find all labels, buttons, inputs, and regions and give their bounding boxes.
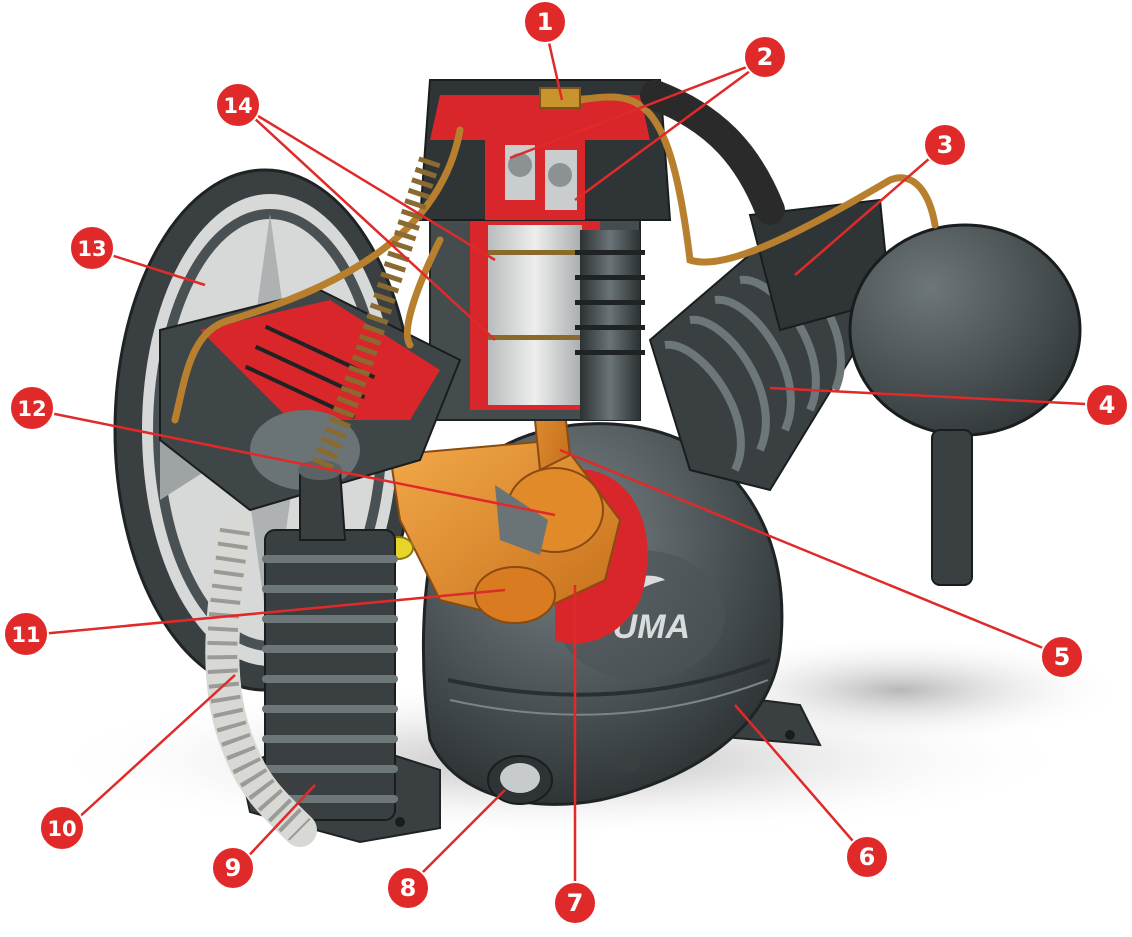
callout-4-label: 4 (1099, 391, 1116, 419)
callout-11-label: 11 (11, 623, 40, 647)
callout-12-label: 12 (17, 397, 46, 421)
crankcase-cutaway (382, 438, 648, 644)
callout-8-label: 8 (400, 874, 417, 902)
callout-8: 8 (386, 866, 430, 910)
coil-spring-tube (205, 513, 317, 847)
callout-6-label: 6 (859, 843, 876, 871)
callout-1: 1 (523, 0, 567, 44)
callout-13: 13 (69, 225, 115, 271)
callout-9-label: 9 (225, 854, 242, 882)
callout-6: 6 (845, 835, 889, 879)
callout-5: 5 (1040, 635, 1084, 679)
callout-14-label: 14 (223, 94, 252, 118)
copper-tubes (171, 93, 939, 424)
callout-1-label: 1 (537, 8, 554, 36)
callout-7-label: 7 (567, 889, 584, 917)
callout-3: 3 (923, 123, 967, 167)
callout-4: 4 (1085, 383, 1129, 427)
left-cylinder (159, 288, 462, 512)
callout-3-label: 3 (937, 131, 954, 159)
callout-2: 2 (743, 35, 787, 79)
callout-11: 11 (3, 611, 49, 657)
callout-5-label: 5 (1054, 643, 1071, 671)
callout-7: 7 (553, 881, 597, 925)
callout-13-label: 13 (77, 237, 106, 261)
callout-9: 9 (211, 846, 255, 890)
callout-10-label: 10 (47, 817, 76, 841)
center-cylinder (429, 209, 645, 421)
callout-14: 14 (215, 82, 261, 128)
callout-10: 10 (39, 805, 85, 851)
air-filter (748, 198, 1082, 586)
cylinder-head (418, 79, 672, 221)
callout-2-label: 2 (757, 43, 774, 71)
callout-12: 12 (9, 385, 55, 431)
flex-hose (309, 80, 785, 475)
